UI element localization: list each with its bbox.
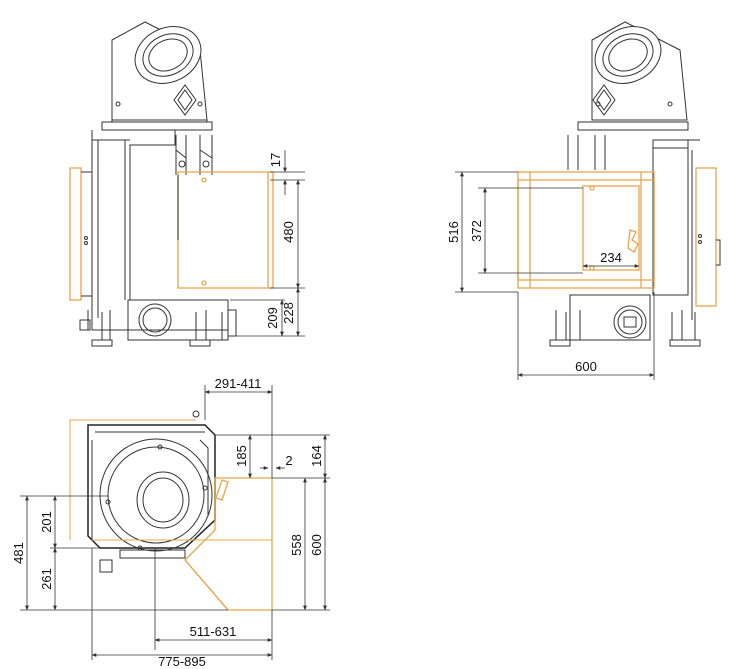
- side-base: [549, 294, 701, 347]
- top-orange-door: [92, 477, 273, 611]
- front-dimensions: [228, 150, 305, 337]
- top-collar: [101, 121, 213, 131]
- top-base-detail: [99, 549, 186, 573]
- dim-516: 516: [446, 221, 461, 243]
- dim-511-631: 511-631: [190, 624, 237, 639]
- dim-600-top: 600: [309, 534, 324, 556]
- side-stove-body: [567, 135, 721, 320]
- firebox-door: [177, 171, 274, 289]
- front-view: 17 480 228 209: [69, 21, 305, 347]
- dim-480: 480: [281, 221, 296, 243]
- dim-600-side: 600: [575, 359, 597, 374]
- dim-2: 2: [285, 453, 292, 468]
- dim-291-411: 291-411: [215, 376, 262, 391]
- flue-pipe: [111, 21, 208, 121]
- dim-558: 558: [289, 534, 304, 556]
- side-view: 516 372 234 600: [446, 21, 721, 380]
- side-door-frame: [517, 171, 655, 289]
- top-flue-circle: [99, 438, 213, 552]
- top-dimensions: [20, 385, 330, 660]
- dim-209: 209: [265, 307, 280, 329]
- dim-185: 185: [234, 445, 249, 467]
- dim-775-895: 775-895: [158, 654, 206, 669]
- dim-481: 481: [11, 542, 26, 564]
- top-view: 291-411 164 185 2 558 600 201 481 261 51…: [11, 376, 330, 669]
- stove-base: [79, 299, 237, 347]
- dim-234: 234: [600, 250, 622, 265]
- dim-228: 228: [281, 302, 296, 324]
- dim-372: 372: [469, 220, 484, 242]
- side-panel-outline: [69, 167, 82, 301]
- dim-261: 261: [39, 568, 54, 590]
- dim-17: 17: [268, 153, 283, 167]
- top-outline: [69, 410, 216, 549]
- side-dimensions: [455, 171, 655, 380]
- side-flue-pipe: [591, 21, 688, 121]
- dim-164: 164: [309, 445, 324, 467]
- side-top-collar: [577, 121, 689, 131]
- dim-201: 201: [39, 511, 54, 533]
